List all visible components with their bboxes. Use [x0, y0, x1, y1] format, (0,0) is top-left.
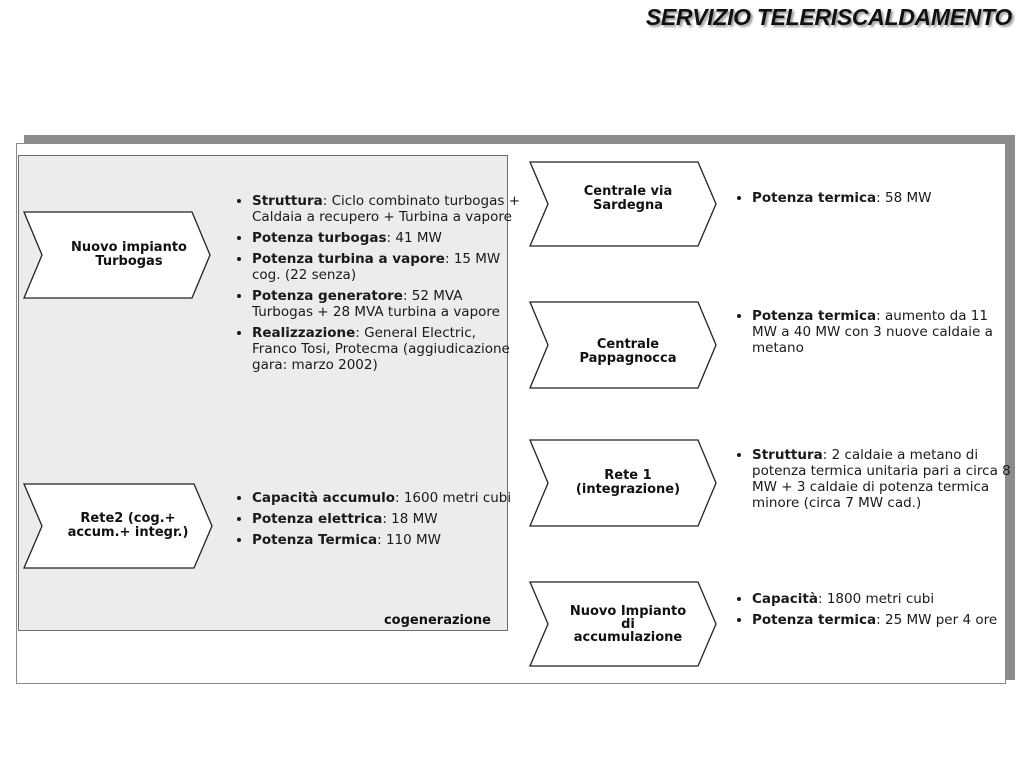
- bullet-list-rete2: Capacità accumulo: 1600 metri cubi Poten…: [230, 490, 522, 553]
- chevron-centrale-pappagnocca: Centrale Pappagnocca: [528, 300, 718, 390]
- chevron-label: Centrale via Sardegna: [583, 184, 673, 213]
- list-item: Potenza elettrica: 18 MW: [252, 511, 522, 527]
- list-item: Potenza termica: 25 MW per 4 ore: [752, 612, 1014, 628]
- chevron-label: Rete2 (cog.+ accum.+ integr.): [67, 511, 189, 540]
- bullet-list-sardegna: Potenza termica: 58 MW: [730, 190, 1014, 211]
- list-item: Potenza turbina a vapore: 15 MW cog. (22…: [252, 251, 522, 283]
- list-item: Struttura: 2 caldaie a metano di potenza…: [752, 447, 1014, 511]
- list-item: Capacità: 1800 metri cubi: [752, 591, 1014, 607]
- list-item: Capacità accumulo: 1600 metri cubi: [252, 490, 522, 506]
- chevron-shape: [529, 581, 717, 667]
- list-item: Potenza Termica: 110 MW: [252, 532, 522, 548]
- chevron-centrale-via-sardegna: Centrale via Sardegna: [528, 160, 718, 248]
- chevron-shape: [23, 483, 213, 569]
- chevron-rete1: Rete 1 (integrazione): [528, 438, 718, 528]
- list-item: Potenza termica: aumento da 11 MW a 40 M…: [752, 308, 1014, 356]
- list-item: Potenza termica: 58 MW: [752, 190, 1014, 206]
- chevron-nuovo-impianto-turbogas: Nuovo impianto Turbogas: [22, 210, 212, 300]
- chevron-label: Rete 1 (integrazione): [575, 468, 681, 497]
- page-title: SERVIZIO TELERISCALDAMENTO: [645, 4, 1012, 30]
- chevron-shape: [529, 439, 717, 527]
- chevron-rete2: Rete2 (cog.+ accum.+ integr.): [22, 482, 214, 570]
- bullet-list-pappagnocca: Potenza termica: aumento da 11 MW a 40 M…: [730, 308, 1014, 361]
- chevron-shape: [529, 301, 717, 389]
- bullet-list-turbogas: Struttura: Ciclo combinato turbogas + Ca…: [230, 193, 522, 378]
- list-item: Realizzazione: General Electric, Franco …: [252, 325, 522, 373]
- bullet-list-rete1: Struttura: 2 caldaie a metano di potenza…: [730, 447, 1014, 516]
- list-item: Potenza generatore: 52 MVA Turbogas + 28…: [252, 288, 522, 320]
- list-item: Potenza turbogas: 41 MW: [252, 230, 522, 246]
- chevron-label: Centrale Pappagnocca: [579, 337, 677, 366]
- chevron-shape: [23, 211, 211, 299]
- chevron-label: Nuovo Impianto di accumulazione: [569, 603, 687, 645]
- cogenerazione-panel: cogenerazione: [18, 155, 508, 631]
- bullet-list-accumulazione: Capacità: 1800 metri cubi Potenza termic…: [730, 591, 1014, 633]
- chevron-nuovo-impianto-accumulazione: Nuovo Impianto di accumulazione: [528, 580, 718, 668]
- chevron-label: Nuovo impianto Turbogas: [71, 240, 187, 269]
- cogenerazione-label: cogenerazione: [383, 613, 491, 628]
- list-item: Struttura: Ciclo combinato turbogas + Ca…: [252, 193, 522, 225]
- chevron-shape: [529, 161, 717, 247]
